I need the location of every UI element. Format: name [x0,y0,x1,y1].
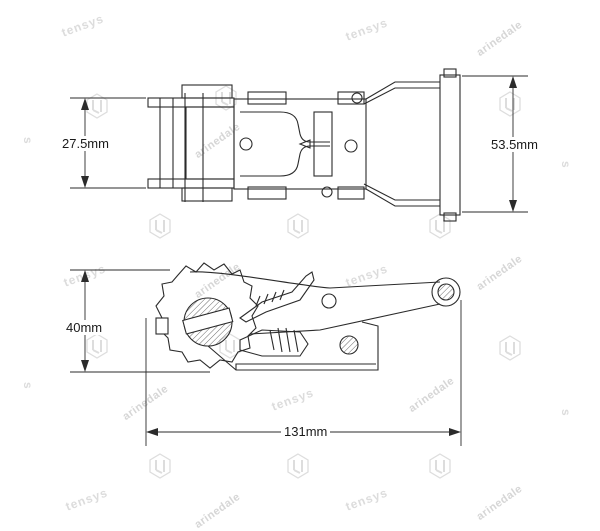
top-view-handle-edge [363,183,440,201]
dimension-label-27-5mm: 27.5mm [60,136,111,151]
top-view-handle-tab [337,186,365,200]
top-view-flange [181,187,233,202]
arrow-head [81,360,89,372]
watermark-logo [429,213,451,239]
arrow-head [146,428,158,436]
arrow-head [81,270,89,282]
side-view-axle-slot [182,307,234,335]
arrow-head [81,98,89,110]
watermark-logo [149,453,171,479]
top-view-handle-tab [337,91,365,105]
watermark-logo [86,333,108,359]
side-view-spring [255,289,285,307]
side-view-grip-pin [437,283,455,301]
top-view-grip [439,74,461,216]
arrow-head [449,428,461,436]
dimension-label-53-5mm: 53.5mm [489,137,540,152]
top-view-contour [240,111,330,143]
top-view-rivet [321,186,333,198]
side-view-lower-pawl [239,329,309,357]
top-view-handle-tab [247,186,287,200]
top-view-rivet [351,92,363,104]
side-view-handle-edge [189,271,441,289]
top-view-handle-tab [247,91,287,105]
top-view-spool [185,106,235,180]
top-view-grip-cap [443,68,457,78]
side-view-grip-end [431,277,461,307]
top-view-hole [344,139,358,153]
top-view-flange [181,84,233,99]
top-view [147,68,461,222]
top-view-release-lever [313,111,333,177]
dimension-label-40mm: 40mm [64,320,105,335]
watermark-logo [287,213,309,239]
arrow-head [81,176,89,188]
side-view-spring [269,327,299,353]
side-view-handle-edge [249,303,441,335]
top-view-grip-cap [443,212,457,222]
dimension-label-131mm: 131mm [281,424,331,439]
side-view-base-edge [235,363,376,370]
top-view-handle-edge [363,87,440,105]
watermark-logo [287,453,309,479]
side-view-base [207,321,379,371]
watermark-logo [499,335,521,361]
top-view-hole [239,137,253,151]
side-view-hole [321,293,337,309]
top-view-handle-edge [365,81,440,100]
watermark-logo [429,453,451,479]
top-view-contour [240,145,330,177]
top-view-pawl [298,139,311,149]
top-view-handle-edge [365,188,440,207]
side-view-slot [155,317,169,335]
arrow-head [509,200,517,212]
top-view-handle [233,98,367,190]
top-view-axle-bar [147,178,235,189]
side-view-upper-pawl [239,271,315,323]
side-view-pivot-pin [339,335,359,355]
watermark-logo [499,91,521,117]
side-view [155,262,461,371]
watermark-logo [149,213,171,239]
arrow-head [509,76,517,88]
